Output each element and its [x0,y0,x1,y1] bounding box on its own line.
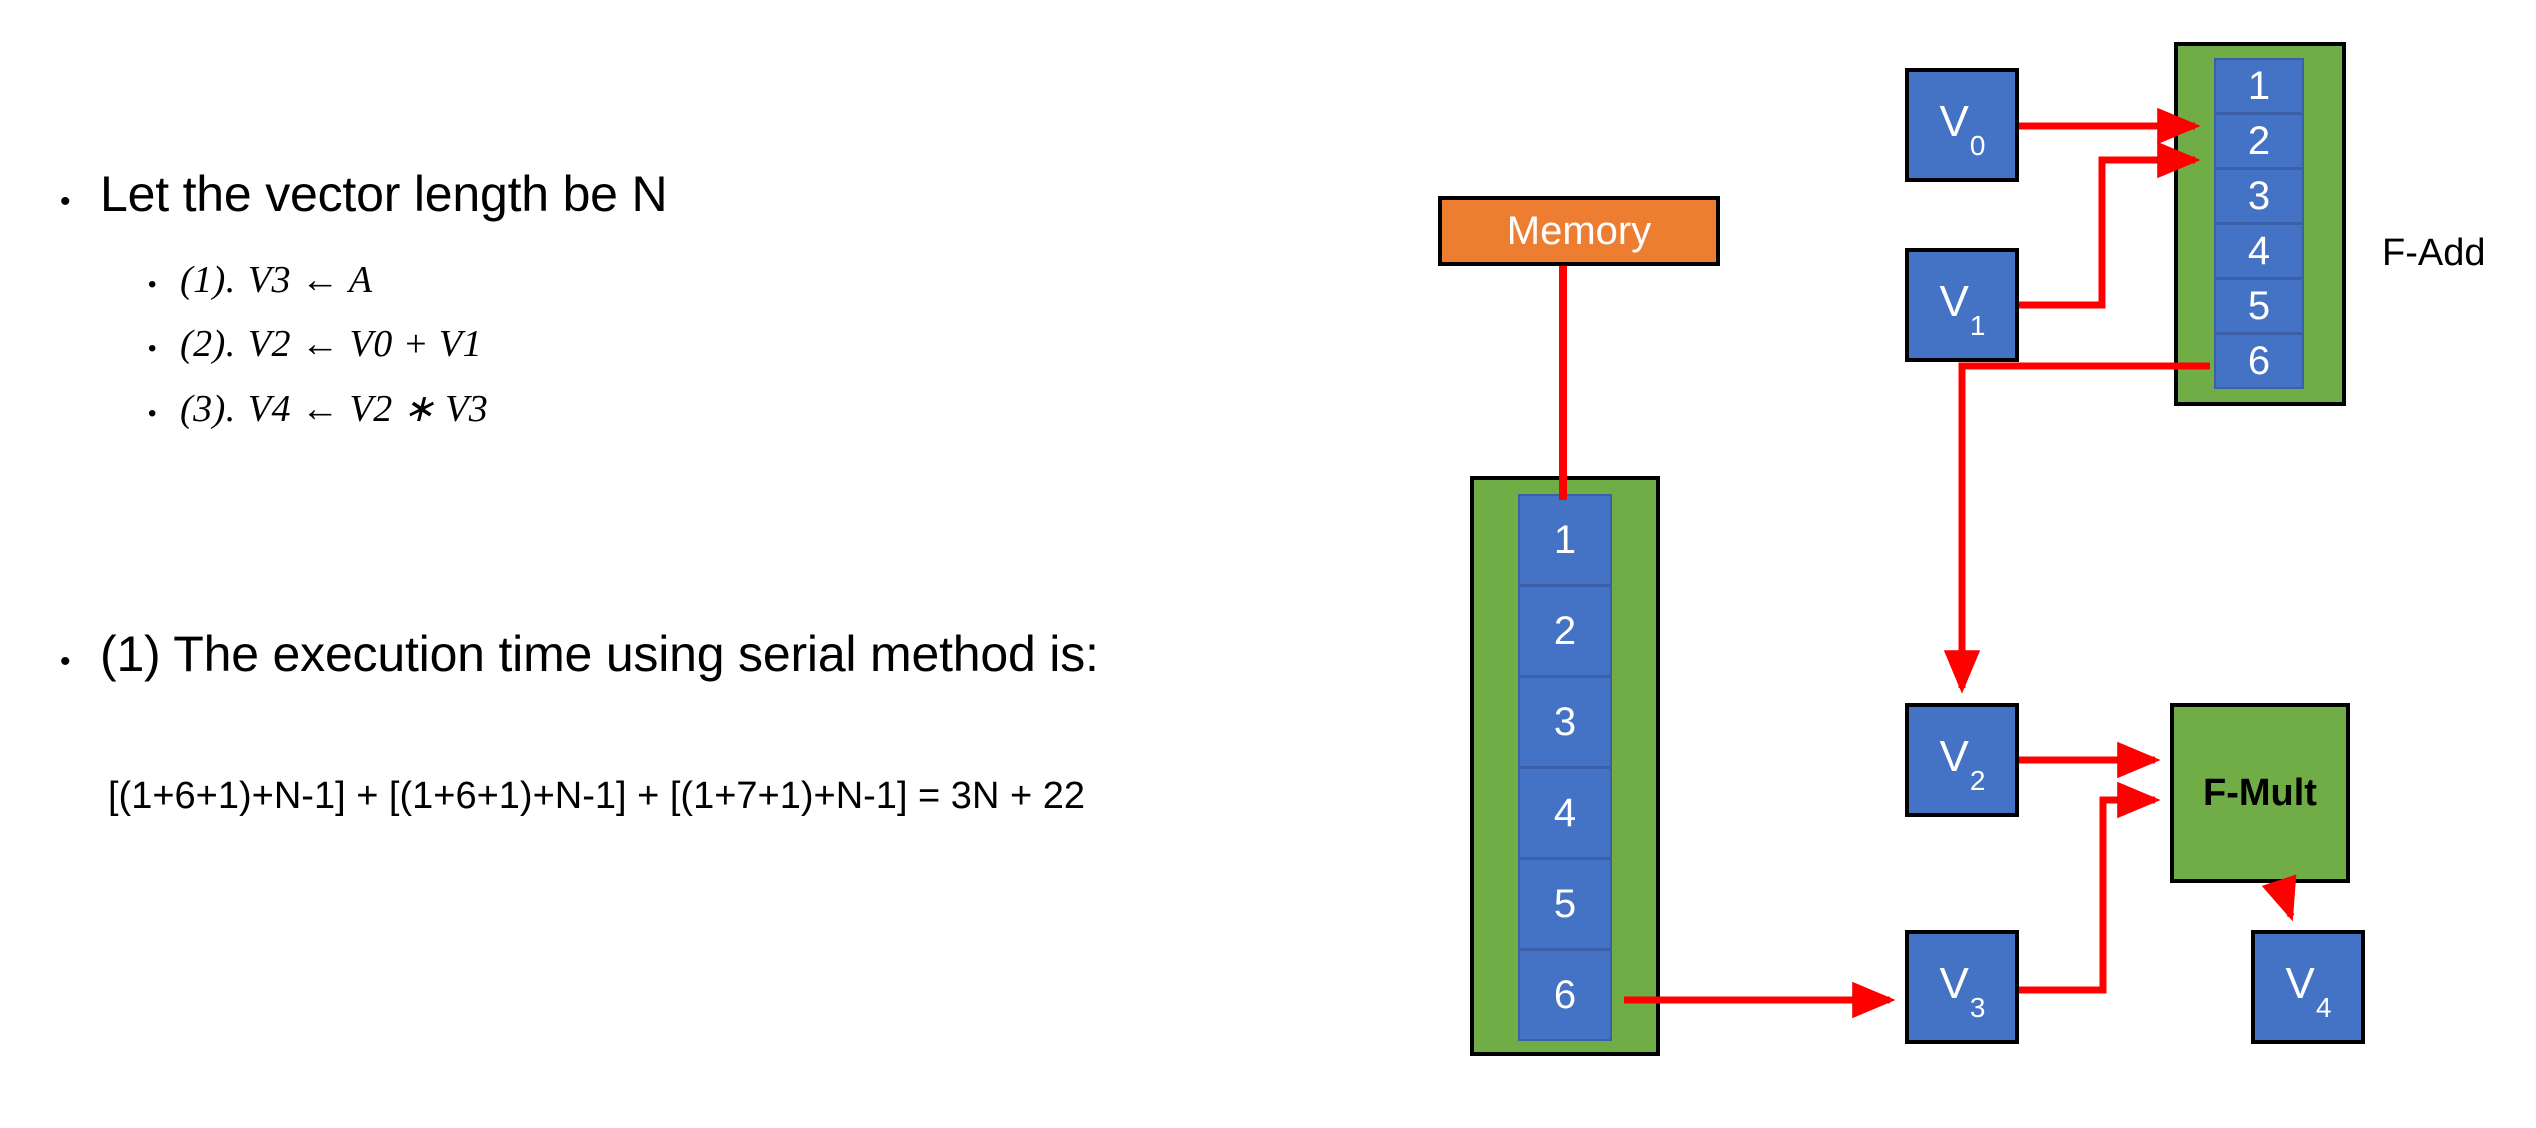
bullet-marker-icon: • [148,335,157,362]
memory-cell-1[interactable]: 1 [1518,494,1612,586]
bullet-marker-icon: • [148,271,157,298]
f-mult-box[interactable]: F-Mult [2170,703,2350,883]
register-v0-label: V0 [1939,97,1986,161]
register-v3-label: V3 [1939,959,1986,1023]
register-v0[interactable]: V0 [1905,68,2019,182]
fadd-cell-3[interactable]: 3 [2214,168,2304,224]
register-v2[interactable]: V2 [1905,703,2019,817]
fadd-cell-2[interactable]: 2 [2214,113,2304,169]
f-add-label: F-Add [2382,232,2486,274]
f-mult-label: F-Mult [2203,771,2317,814]
fadd-cell-4[interactable]: 4 [2214,223,2304,279]
register-v4-label: V4 [2285,959,2332,1023]
fadd-cell-1[interactable]: 1 [2214,58,2304,114]
memory-cell-2[interactable]: 2 [1518,585,1612,677]
f-add-pipeline: 1 2 3 4 5 6 [2174,42,2346,406]
instruction-label: (3). [180,388,236,430]
memory-cell-3[interactable]: 3 [1518,676,1612,768]
arrow-fmult-to-v4 [2261,874,2297,922]
memory-cell-6[interactable]: 6 [1518,949,1612,1041]
register-v2-label: V2 [1939,732,1986,796]
arrow-fadd-to-v2 [1943,362,2210,694]
bullet-let-vector-length: • Let the vector length be N [60,165,668,223]
instruction-label: (1). [180,259,236,301]
bullet-serial-execution-time: • (1) The execution time using serial me… [60,625,1099,683]
fadd-cell-5[interactable]: 5 [2214,278,2304,334]
fadd-cell-6[interactable]: 6 [2214,333,2304,389]
slide-text-column: • Let the vector length be N • (1). V3 ←… [60,165,1099,817]
memory-vector-pipeline: 1 2 3 4 5 6 [1470,476,1660,1056]
register-v4[interactable]: V4 [2251,930,2365,1044]
register-v1[interactable]: V1 [1905,248,2019,362]
memory-box[interactable]: Memory [1438,196,1720,266]
bullet-marker-icon: • [148,400,157,427]
bullet-marker-icon: • [60,185,71,218]
register-v3[interactable]: V3 [1905,930,2019,1044]
serial-time-formula: [(1+6+1)+N-1] + [(1+6+1)+N-1] + [(1+7+1)… [108,775,1085,817]
bullet-text: (1) The execution time using serial meth… [100,626,1099,682]
bullet-text: Let the vector length be N [100,166,668,222]
bullet-instruction-3: • (3). V4 ← V2 ∗ V3 [148,386,488,431]
instruction-expression: V2 ← V0 + V1 [247,323,483,365]
instruction-expression: V4 ← V2 ∗ V3 [247,388,489,430]
memory-label: Memory [1506,208,1652,253]
memory-cell-4[interactable]: 4 [1518,767,1612,859]
register-v1-label: V1 [1939,277,1986,341]
arrow-v3-to-fmult [2019,781,2161,994]
bullet-instruction-2: • (2). V2 ← V0 + V1 [148,322,482,366]
bullet-marker-icon: • [60,645,71,678]
instruction-label: (2). [180,323,236,365]
memory-cell-5[interactable]: 5 [1518,858,1612,950]
arrow-v1-to-fadd [2019,141,2201,309]
instruction-expression: V3 ← A [247,259,373,301]
bullet-instruction-1: • (1). V3 ← A [148,258,373,302]
